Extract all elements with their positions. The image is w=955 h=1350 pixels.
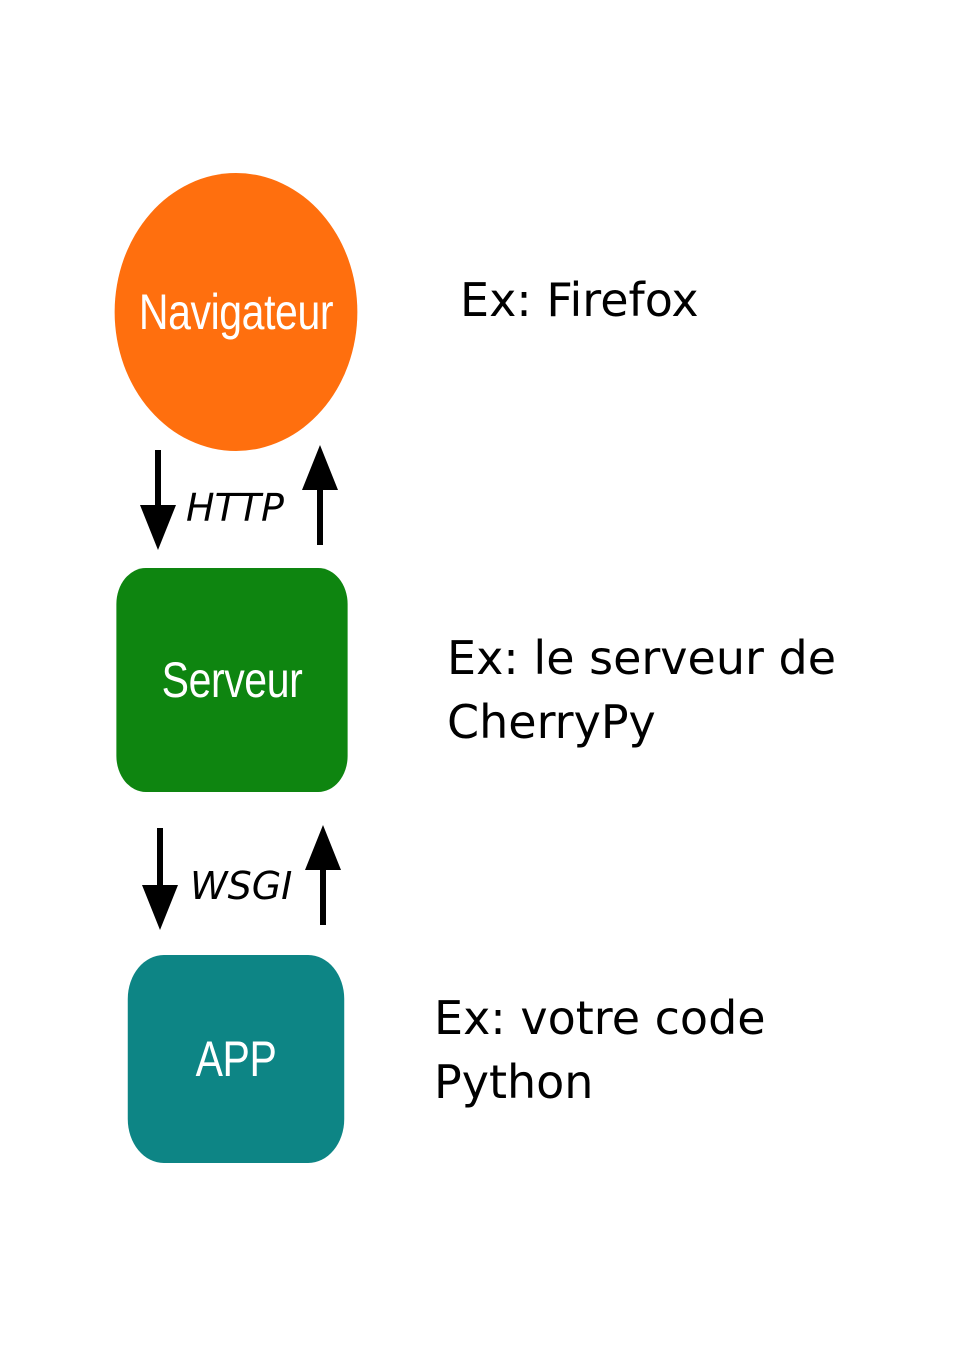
browser-node-label: Navigateur: [138, 284, 334, 340]
app-node-label: APP: [195, 1031, 277, 1087]
wsgi-request-arrow: [142, 828, 178, 930]
wsgi-response-arrow: [305, 825, 341, 925]
server-node: Serveur: [116, 568, 348, 792]
browser-description-line: Ex: Firefox: [460, 273, 699, 327]
http-protocol-label: HTTP: [186, 486, 284, 530]
http-request-arrow: [140, 450, 176, 550]
app-description-line: Python: [434, 1055, 594, 1109]
browser-description: Ex: Firefox: [460, 268, 699, 332]
http-response-arrow: [302, 445, 338, 545]
server-description-line: CherryPy: [447, 695, 656, 749]
app-node: APP: [127, 955, 345, 1163]
server-node-label: Serveur: [161, 652, 303, 708]
server-description-line: Ex: le serveur de: [447, 631, 837, 685]
server-description: Ex: le serveur de CherryPy: [447, 626, 836, 754]
browser-node: Navigateur: [114, 173, 358, 451]
app-description: Ex: votre code Python: [434, 986, 766, 1114]
wsgi-protocol-label: WSGI: [190, 864, 293, 908]
app-description-line: Ex: votre code: [434, 991, 766, 1045]
